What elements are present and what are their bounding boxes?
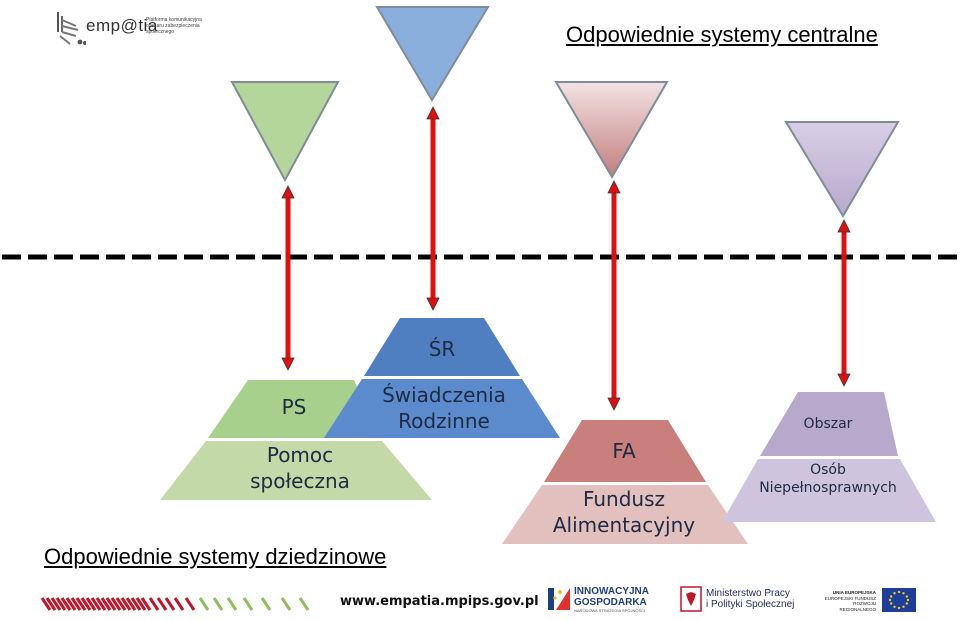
empatia-logo-text: emp@tia bbox=[86, 16, 158, 35]
link-arrow-ps bbox=[281, 185, 295, 371]
eu-flag-icon bbox=[882, 588, 916, 612]
link-arrow-fa bbox=[607, 180, 621, 411]
ps-bottom-label-line-2: społeczna bbox=[250, 469, 350, 493]
section-title: Odpowiednie systemy dziedzinowe bbox=[44, 544, 387, 569]
fa-bottom-label-line-2: Alimentacyjny bbox=[553, 513, 695, 537]
fa-bottom-label-line-1: Fundusz bbox=[583, 487, 665, 511]
website-url-link[interactable]: www.empatia.mpips.gov.pl bbox=[340, 594, 539, 609]
on-pyramid-bottom bbox=[722, 459, 936, 522]
eu-logo: UNIA EUROPEJSKA EUROPEJSKI FUNDUSZ ROZWO… bbox=[822, 586, 918, 614]
ig-line-2: GOSPODARKA bbox=[574, 597, 647, 608]
link-arrow-sr bbox=[426, 106, 440, 311]
ministry-line-2: i Polityki Społecznej bbox=[706, 599, 795, 610]
sr-pyramid-bottom bbox=[324, 379, 560, 438]
ps-pyramid-bottom bbox=[160, 441, 432, 500]
eu-text: UNIA EUROPEJSKA EUROPEJSKI FUNDUSZ ROZWO… bbox=[822, 590, 876, 612]
central-system-triangle-sr bbox=[375, 6, 490, 102]
sr-top-label: ŚR bbox=[429, 337, 456, 361]
central-system-triangle-fa bbox=[554, 81, 669, 179]
central-system-triangle-on bbox=[784, 121, 900, 218]
ig-logo-icon bbox=[548, 588, 570, 610]
eagle-emblem-icon bbox=[680, 586, 702, 612]
empatia-logo: emp@tia Platforma komunikacyjna obszaru … bbox=[54, 8, 214, 52]
eu-line-2: EUROPEJSKI FUNDUSZ bbox=[824, 595, 876, 601]
sr-bottom-label-line-1: Świadczenia bbox=[382, 383, 506, 407]
page-title: Odpowiednie systemy centralne bbox=[566, 22, 878, 47]
eu-line-1: UNIA EUROPEJSKA bbox=[832, 590, 876, 595]
ministry-line-1: Ministerstwo Pracy bbox=[706, 588, 790, 599]
on-top-label: Obszar bbox=[804, 416, 853, 432]
empatia-logo-subtitle: Platforma komunikacyjna obszaru zabezpie… bbox=[146, 17, 202, 35]
innowacyjna-gospodarka-logo: INNOWACYJNA GOSPODARKA NARODOWA STRATEGI… bbox=[546, 584, 666, 614]
ministry-logo: Ministerstwo Pracy i Polityki Społecznej bbox=[680, 586, 800, 614]
ministry-text: Ministerstwo Pracy i Polityki Społecznej bbox=[706, 588, 794, 610]
eu-line-3: ROZWOJU REGIONALNEGO bbox=[839, 601, 876, 612]
fa-top-label: FA bbox=[612, 439, 636, 463]
empatia-logo-icon bbox=[57, 12, 87, 45]
central-system-triangle-ps bbox=[230, 81, 340, 183]
fa-pyramid-bottom bbox=[502, 485, 748, 544]
on-bottom-label-line-1: Osób bbox=[810, 462, 846, 478]
systems-diagram: PS Pomoc społeczna ŚR Świadczenia Rodzin… bbox=[2, 6, 958, 544]
ig-logo-text: INNOWACYJNA GOSPODARKA bbox=[574, 586, 649, 608]
link-arrow-on bbox=[837, 219, 851, 387]
ps-top-label: PS bbox=[282, 395, 307, 419]
on-bottom-label-line-2: Niepełnosprawnych bbox=[759, 480, 897, 496]
sr-bottom-label-line-2: Rodzinne bbox=[398, 409, 490, 433]
fa-pyramid-top bbox=[544, 420, 706, 482]
ps-bottom-label-line-1: Pomoc bbox=[267, 443, 333, 467]
ig-line-3: NARODOWA STRATEGIA SPÓJNOŚCI bbox=[574, 608, 646, 613]
on-pyramid-top bbox=[760, 392, 898, 456]
sr-pyramid-top bbox=[364, 318, 520, 376]
ig-line-1: INNOWACYJNA bbox=[574, 586, 650, 597]
footer-stripes-decoration bbox=[40, 597, 310, 611]
footer-bar bbox=[0, 580, 960, 620]
